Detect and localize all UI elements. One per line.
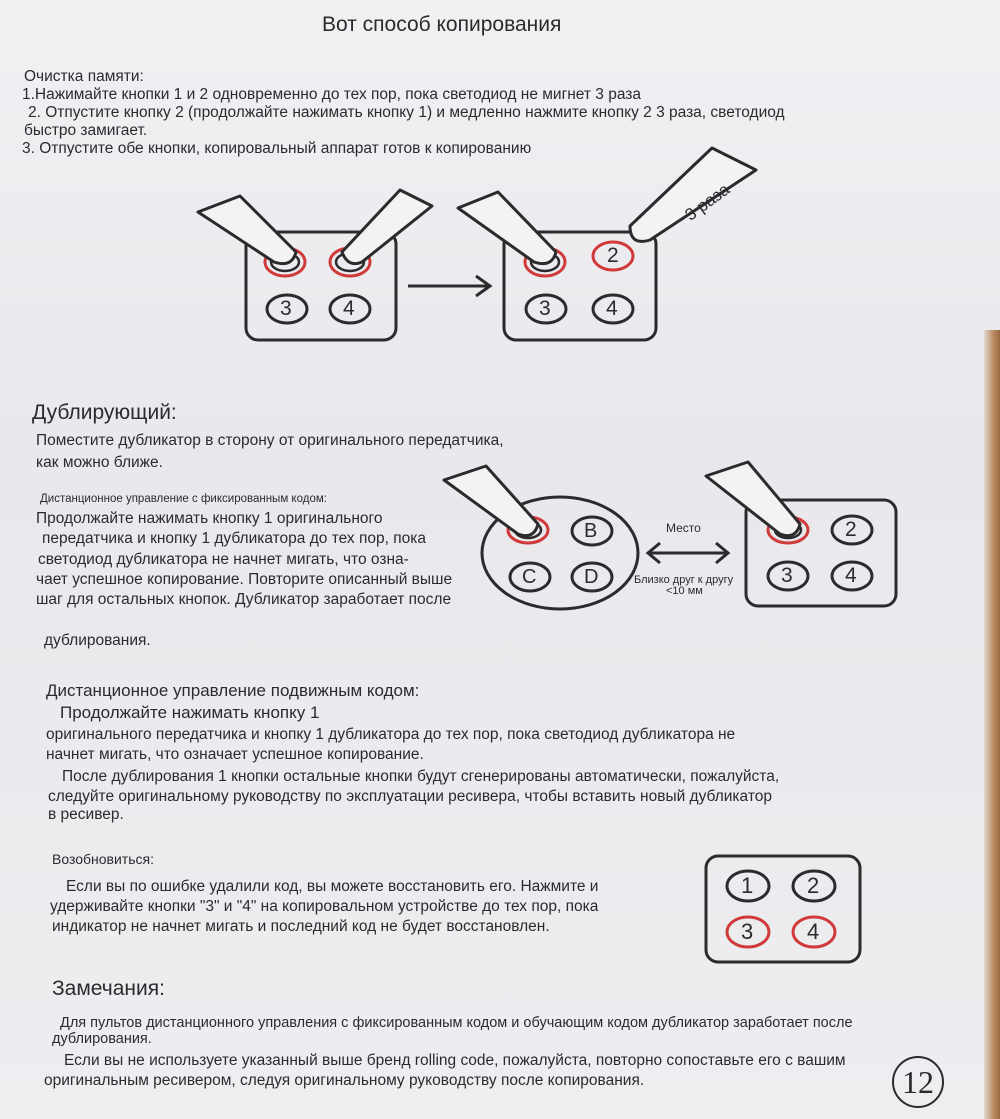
finger-left-1 bbox=[196, 194, 298, 266]
fig2-btn-4: 4 bbox=[845, 564, 857, 587]
fig1-left-btn-4: 4 bbox=[343, 297, 355, 320]
fixed-line: шаг для остальных кнопок. Дубликатор зар… bbox=[36, 591, 452, 608]
fixed-line: светодиод дубликатора не начнет мигать, … bbox=[38, 551, 409, 568]
fixed-line: Продолжайте нажимать кнопку 1 оригинальн… bbox=[36, 510, 383, 527]
restore-line: Если вы по ошибке удалили код, вы можете… bbox=[66, 878, 599, 895]
rolling-line: следуйте оригинальному руководству по эк… bbox=[48, 788, 772, 805]
remote-right-outline bbox=[502, 230, 658, 342]
keypad-key-4: 4 bbox=[807, 919, 820, 944]
notes-heading: Замечания: bbox=[52, 977, 165, 1000]
clear-step-2: 2. Отпустите кнопку 2 (продолжайте нажим… bbox=[28, 104, 785, 121]
fig2-btn-b: B bbox=[584, 520, 598, 542]
duplicate-line-2: как можно ближе. bbox=[36, 454, 163, 471]
rolling-line: После дублирования 1 кнопки остальные кн… bbox=[62, 768, 780, 785]
restore-line: удерживайте кнопки "3" и "4" на копирова… bbox=[50, 898, 599, 915]
arrow-right bbox=[475, 274, 493, 298]
page-title: Вот способ копирования bbox=[322, 13, 562, 36]
clear-step-3: 3. Отпустите обе кнопки, копировальный а… bbox=[22, 140, 532, 157]
fig1-right-btn-2: 2 bbox=[607, 244, 619, 267]
rolling-heading: Дистанционное управление подвижным кодом… bbox=[46, 681, 420, 700]
close-label: Близко друг к другу bbox=[634, 574, 734, 586]
rolling-line: начнет мигать, что означает успешное коп… bbox=[46, 746, 424, 763]
finger-original bbox=[442, 464, 540, 538]
notes-line: Для пультов дистанционного управления с … bbox=[60, 1015, 853, 1031]
fig2-btn-d: D bbox=[584, 566, 599, 588]
arrow-left-head bbox=[645, 541, 661, 565]
notes-line: дублирования. bbox=[52, 1031, 152, 1047]
restore-heading: Возобновиться: bbox=[52, 851, 154, 867]
rolling-line: в ресивер. bbox=[48, 806, 124, 823]
keypad-key-3: 3 bbox=[741, 919, 754, 944]
keypad-key-2: 2 bbox=[807, 873, 820, 898]
fig1-left-btn-3: 3 bbox=[280, 297, 292, 320]
fixed-line: чает успешное копирование. Повторите опи… bbox=[36, 571, 453, 588]
notes-line: Если вы не используете указанный выше бр… bbox=[64, 1052, 846, 1069]
rolling-line: Продолжайте нажимать кнопку 1 bbox=[60, 703, 320, 722]
fig2-btn-c: C bbox=[522, 566, 537, 588]
duplicator-outline bbox=[744, 498, 898, 608]
place-label: Место bbox=[666, 521, 701, 535]
finger-right-2 bbox=[628, 146, 758, 243]
duplicate-heading: Дублирующий: bbox=[32, 401, 177, 424]
paper-edge bbox=[984, 330, 1000, 1119]
duplicate-line-1: Поместите дубликатор в сторону от оригин… bbox=[36, 432, 504, 449]
fig2-btn-2: 2 bbox=[845, 518, 857, 541]
fixed-line: дублирования. bbox=[44, 632, 151, 649]
fixed-code-heading: Дистанционное управление с фиксированным… bbox=[40, 493, 327, 505]
fig1-right-btn-3: 3 bbox=[539, 297, 551, 320]
clear-step-2-cont: быстро замигает. bbox=[24, 122, 148, 139]
fig2-btn-3: 3 bbox=[781, 564, 793, 587]
original-remote-outline bbox=[480, 495, 640, 611]
page-number: 12 bbox=[892, 1056, 944, 1108]
clear-heading: Очистка памяти: bbox=[24, 68, 144, 85]
arrow-right-head bbox=[715, 541, 731, 565]
finger-left-2 bbox=[340, 188, 434, 266]
clear-step-1: 1.Нажимайте кнопки 1 и 2 одновременно до… bbox=[22, 86, 642, 103]
restore-line: индикатор не начнет мигать и последний к… bbox=[52, 918, 550, 935]
finger-duplicator bbox=[704, 460, 802, 538]
rolling-line: оригинального передатчика и кнопку 1 дуб… bbox=[46, 726, 736, 743]
fig1-right-btn-4: 4 bbox=[606, 297, 618, 320]
fixed-line: передатчика и кнопку 1 дубликатора до те… bbox=[42, 530, 426, 547]
keypad-outline bbox=[704, 854, 862, 964]
notes-line: оригинальным ресивером, следуя оригиналь… bbox=[44, 1072, 645, 1089]
finger-right-1 bbox=[456, 190, 558, 266]
keypad-key-1: 1 bbox=[741, 873, 754, 898]
distance-label: <10 мм bbox=[666, 585, 703, 597]
remote-left-outline bbox=[244, 230, 398, 342]
